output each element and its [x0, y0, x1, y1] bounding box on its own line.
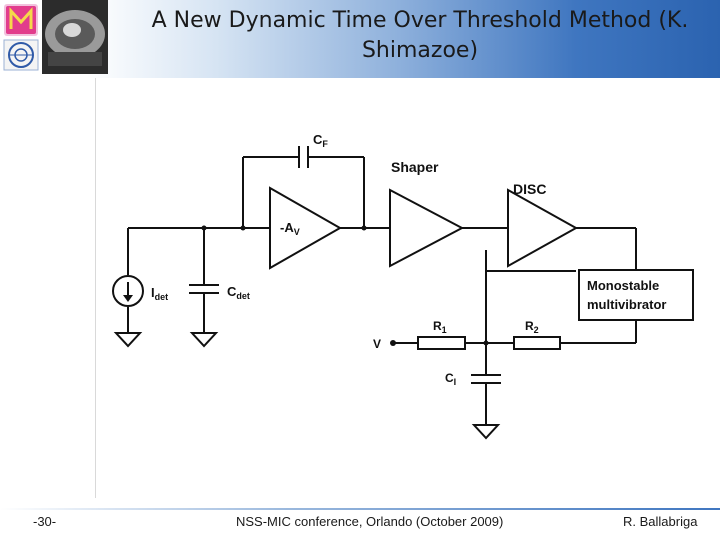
left-divider	[95, 78, 96, 498]
feedback-capacitor	[298, 146, 309, 168]
logos	[3, 0, 108, 74]
r2-label: R2	[525, 319, 539, 335]
junction-dots	[201, 225, 489, 346]
footer-author: R. Ballabriga	[623, 514, 698, 529]
shaper-label: Shaper	[391, 159, 439, 175]
idet-label: Idet	[151, 285, 168, 302]
ground-cdet-icon	[189, 332, 219, 348]
footer-conference: NSS-MIC conference, Orlando (October 200…	[236, 514, 504, 529]
shaper-triangle	[389, 188, 465, 268]
current-source	[112, 275, 144, 307]
logo-box	[0, 0, 110, 74]
m-logo	[4, 4, 38, 36]
ground-source-icon	[113, 332, 143, 348]
resistor-r1	[417, 336, 466, 350]
monostable-line1: Monostable	[587, 278, 659, 293]
cdet-label: Cdet	[227, 284, 250, 301]
disc-label: DISC	[513, 181, 546, 197]
slide-header: A New Dynamic Time Over Threshold Method…	[0, 0, 720, 78]
slide-title: A New Dynamic Time Over Threshold Method…	[151, 8, 689, 63]
disc-triangle	[507, 188, 579, 268]
detector-capacitor	[189, 284, 219, 294]
cf-label: CF	[313, 132, 328, 149]
ci-label: CI	[445, 371, 456, 387]
monostable-line2: multivibrator	[587, 297, 666, 312]
ground-ci-icon	[471, 424, 501, 440]
resistor-r2	[513, 336, 561, 350]
monostable-box	[578, 269, 694, 321]
amplifier-label: -AV	[280, 220, 300, 237]
v-label: V	[373, 337, 381, 351]
amplifier-triangle	[269, 186, 343, 270]
ci-capacitor	[471, 374, 501, 384]
detector-photo	[42, 0, 108, 74]
footer-rule	[0, 508, 720, 510]
page-number: -30-	[33, 514, 57, 529]
r1-label: R1	[433, 319, 447, 335]
cern-logo-icon	[3, 39, 39, 71]
